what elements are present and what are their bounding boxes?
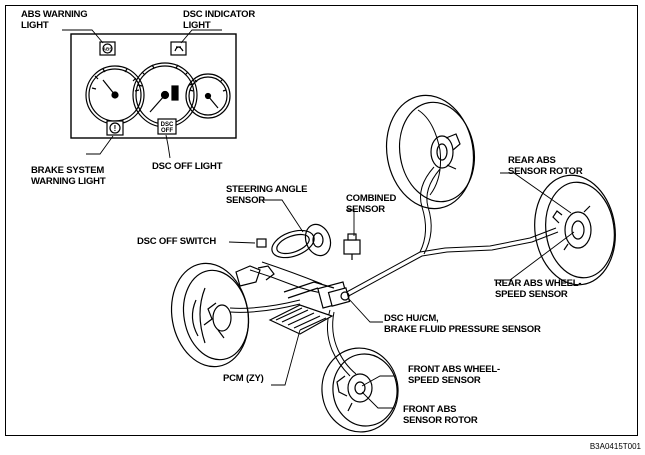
- dsc-hu-cm: [317, 281, 351, 309]
- cluster-leaders: [62, 29, 222, 159]
- abs-icon: ABS: [103, 47, 113, 52]
- brake-warning-icon: !: [114, 124, 117, 133]
- label-combined-sensor: COMBINED SENSOR: [346, 193, 397, 215]
- label-abs-warning-light: ABS WARNING LIGHT: [21, 9, 88, 31]
- label-rear-abs-sensor-rotor: REAR ABS SENSOR ROTOR: [508, 155, 583, 177]
- rear-right-wheel: [385, 94, 476, 210]
- dsc-off-icon-bottom: OFF: [161, 128, 173, 134]
- steering-angle-sensor: [271, 223, 332, 259]
- front-chassis-detail: [235, 265, 335, 299]
- combined-sensor: [343, 233, 361, 260]
- front-right-wheel: [321, 347, 399, 433]
- figure-code: B3A0415T001: [589, 442, 641, 451]
- label-front-abs-wheel-speed-sensor: FRONT ABS WHEEL- SPEED SENSOR: [408, 364, 500, 386]
- front-left-wheel: [170, 262, 250, 368]
- label-front-abs-sensor-rotor: FRONT ABS SENSOR ROTOR: [403, 404, 478, 426]
- component-leaders: [228, 172, 575, 409]
- label-steering-angle-sensor: STEERING ANGLE SENSOR: [226, 184, 308, 206]
- pcm-module: [268, 304, 334, 335]
- dsc-off-switch: [256, 238, 267, 248]
- diagram-frame: [5, 5, 638, 436]
- label-dsc-off-switch: DSC OFF SWITCH: [137, 236, 216, 247]
- label-dsc-indicator-light: DSC INDICATOR LIGHT: [183, 9, 255, 31]
- label-rear-abs-wheel-speed-sensor: REAR ABS WHEEL- SPEED SENSOR: [495, 278, 582, 300]
- rear-left-wheel: [534, 174, 616, 286]
- cluster-icon-glyphs: ABS ! DSC OFF: [103, 47, 174, 135]
- instrument-cluster: [70, 33, 237, 139]
- dsc-off-icon-top: DSC: [161, 122, 174, 128]
- label-dsc-hu-cm: DSC HU/CM, BRAKE FLUID PRESSURE SENSOR: [384, 313, 541, 335]
- label-brake-system-warning-light: BRAKE SYSTEM WARNING LIGHT: [31, 165, 106, 187]
- label-pcm: PCM (ZY): [223, 373, 264, 384]
- label-dsc-off-light: DSC OFF LIGHT: [152, 161, 223, 172]
